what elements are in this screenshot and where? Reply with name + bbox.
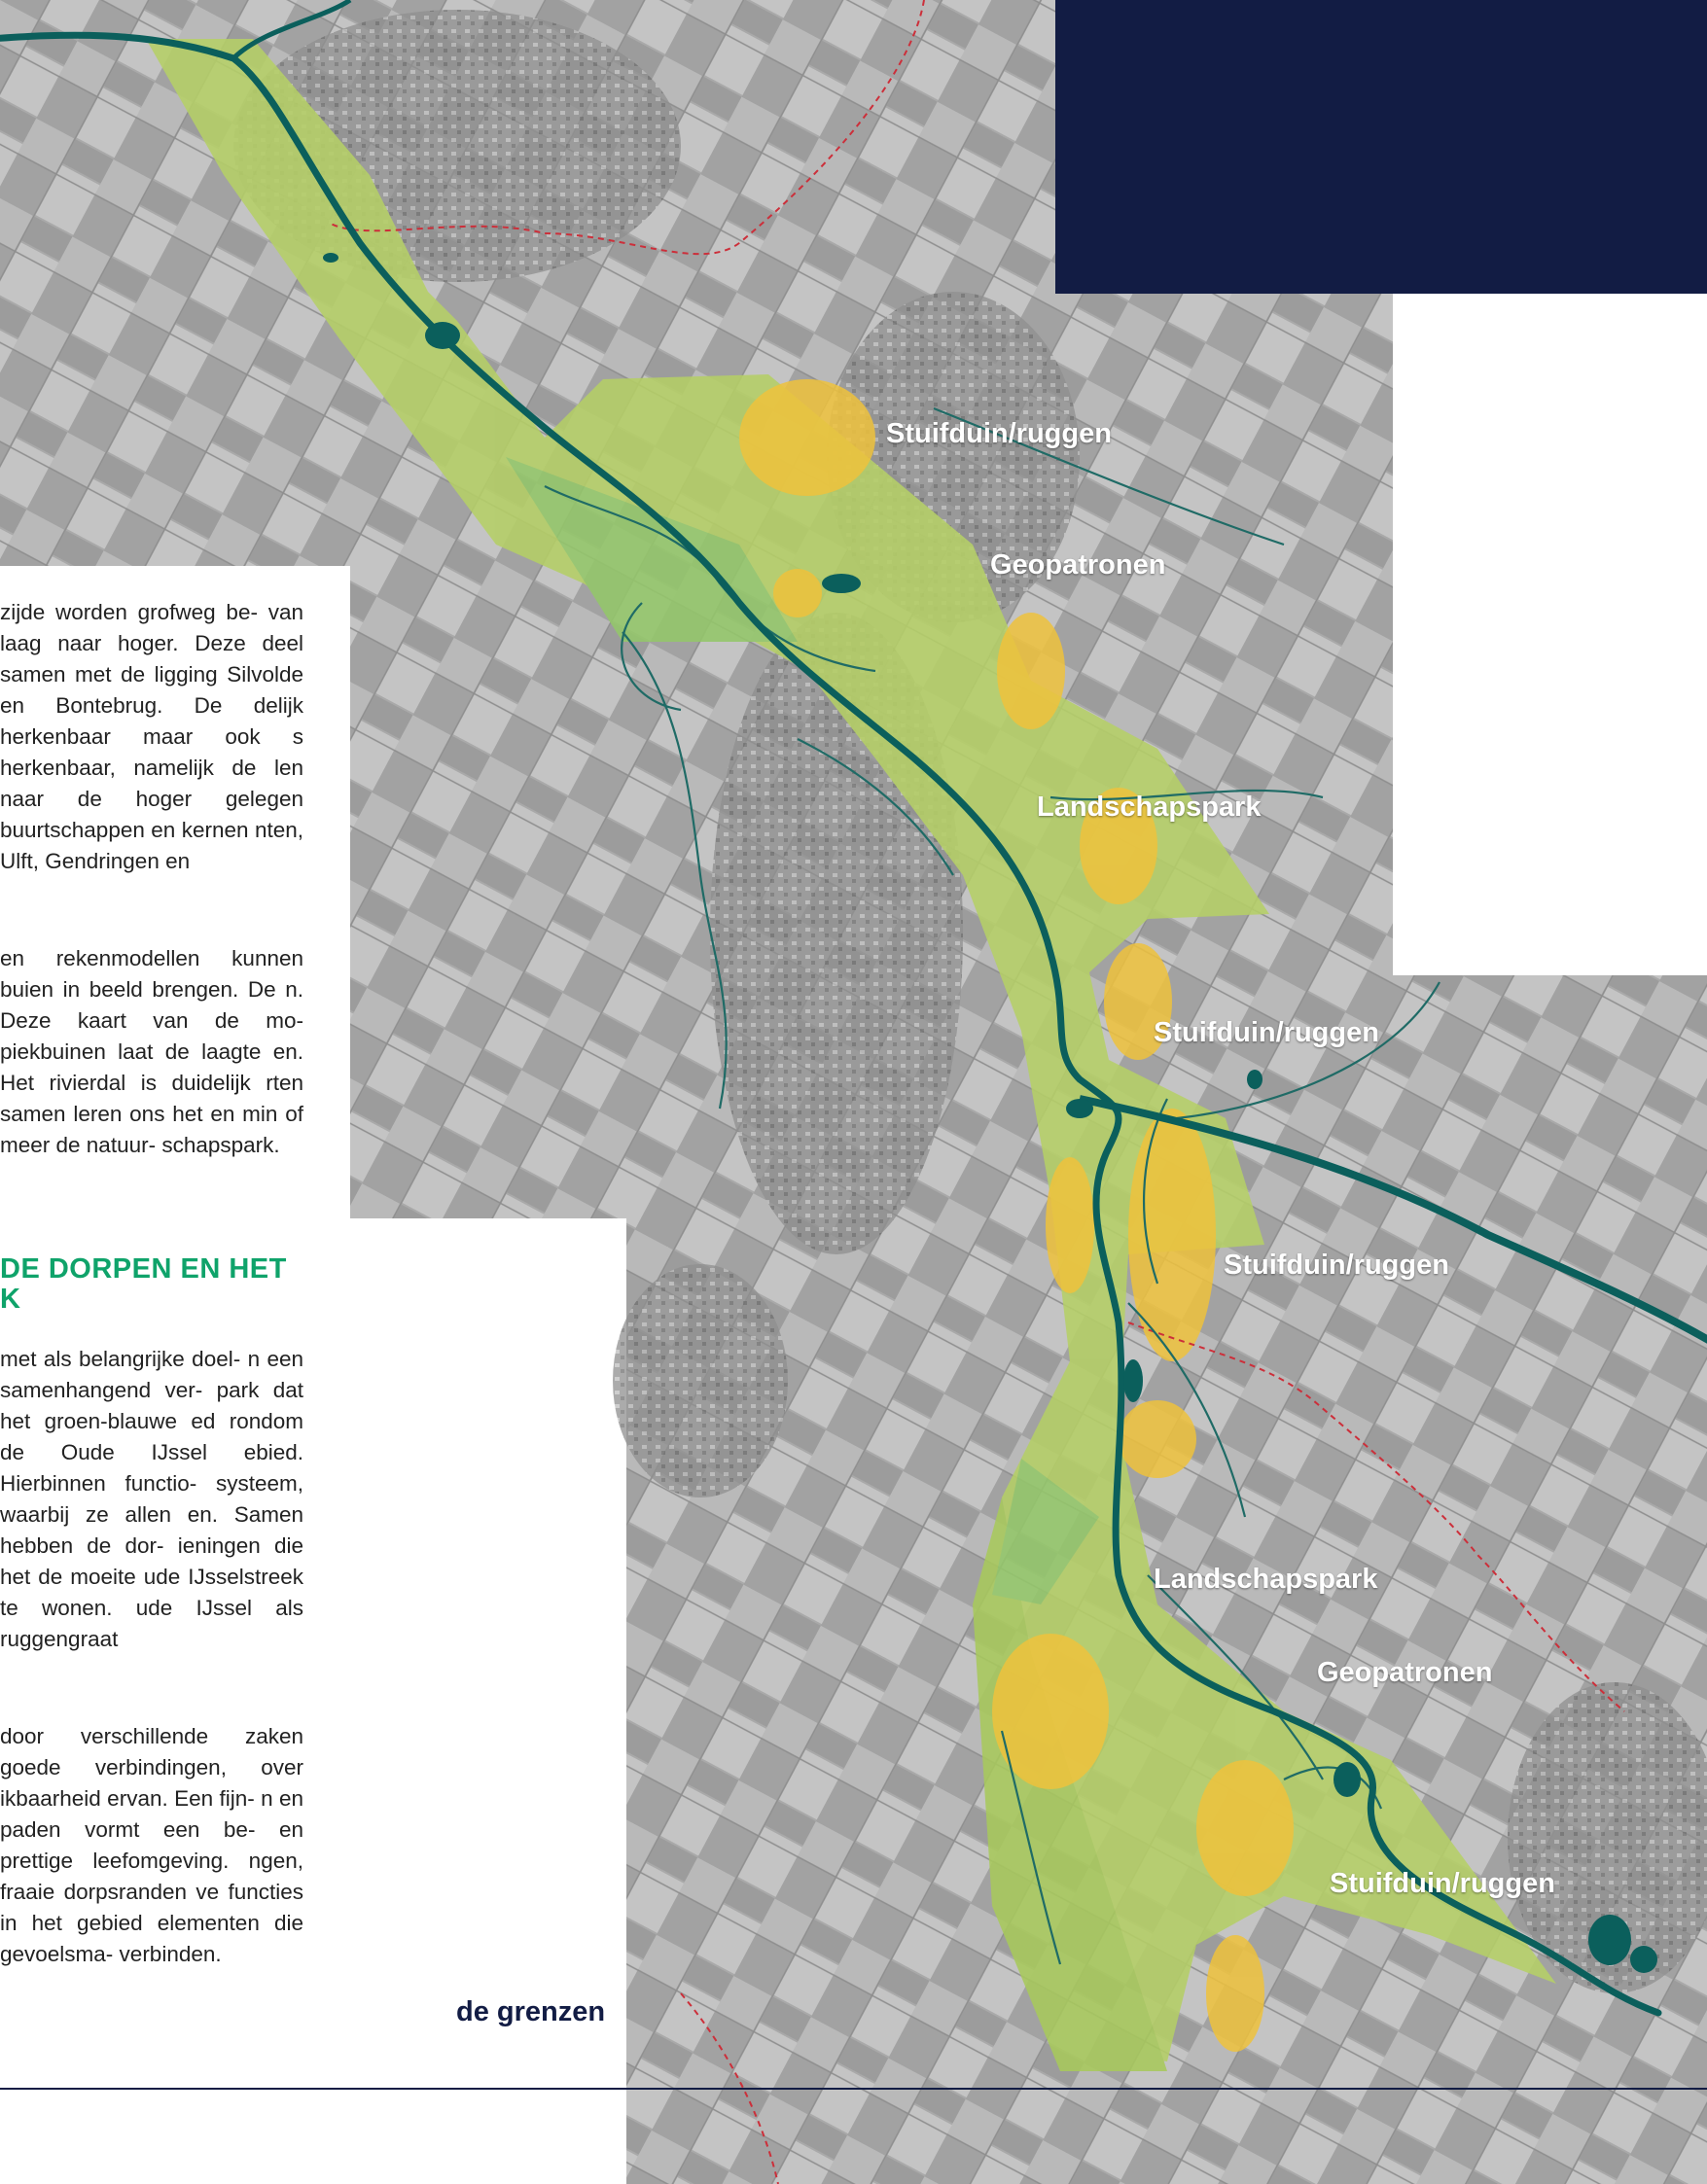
ditches xyxy=(544,406,1440,1965)
map-label-landschapspark: Landschapspark xyxy=(1037,792,1262,823)
paragraph-text: en rekenmodellen kunnen buien in beeld b… xyxy=(0,946,303,1157)
river-tributary xyxy=(1079,1095,1707,1344)
river-oude-ijssel xyxy=(0,31,1662,2017)
map-caption: de grenzen xyxy=(456,1996,606,2027)
villages-paragraph: met als belangrijke doel- n een samenhan… xyxy=(0,1344,303,1655)
map-label-geopatronen: Geopatronen xyxy=(1317,1657,1493,1688)
border-line xyxy=(330,0,1625,2184)
water-bodies xyxy=(323,253,1657,1973)
map-label-geopatronen: Geopatronen xyxy=(990,549,1166,581)
river-upper xyxy=(231,0,352,60)
map-label-stuifduin: Stuifduin/ruggen xyxy=(1154,1017,1379,1048)
paragraph-text: met als belangrijke doel- n een samenhan… xyxy=(0,1347,303,1651)
connections-paragraph: door verschillende zaken goede verbindin… xyxy=(0,1721,303,1970)
section-heading: DE DORPEN EN HET K xyxy=(0,1253,287,1315)
intro-paragraph: zijde worden grofweg be- van laag naar h… xyxy=(0,597,303,877)
map-label-stuifduin: Stuifduin/ruggen xyxy=(1224,1250,1449,1281)
model-paragraph: en rekenmodellen kunnen buien in beeld b… xyxy=(0,943,303,1161)
bottom-rule xyxy=(0,2088,1707,2090)
title-block xyxy=(1055,0,1707,294)
paragraph-text: zijde worden grofweg be- van laag naar h… xyxy=(0,600,303,873)
map-label-stuifduin: Stuifduin/ruggen xyxy=(886,418,1112,449)
map-label-stuifduin: Stuifduin/ruggen xyxy=(1330,1868,1555,1899)
ridge-zones xyxy=(739,379,1294,2052)
paragraph-text: door verschillende zaken goede verbindin… xyxy=(0,1724,303,1966)
map-label-landschapspark: Landschapspark xyxy=(1154,1564,1378,1595)
